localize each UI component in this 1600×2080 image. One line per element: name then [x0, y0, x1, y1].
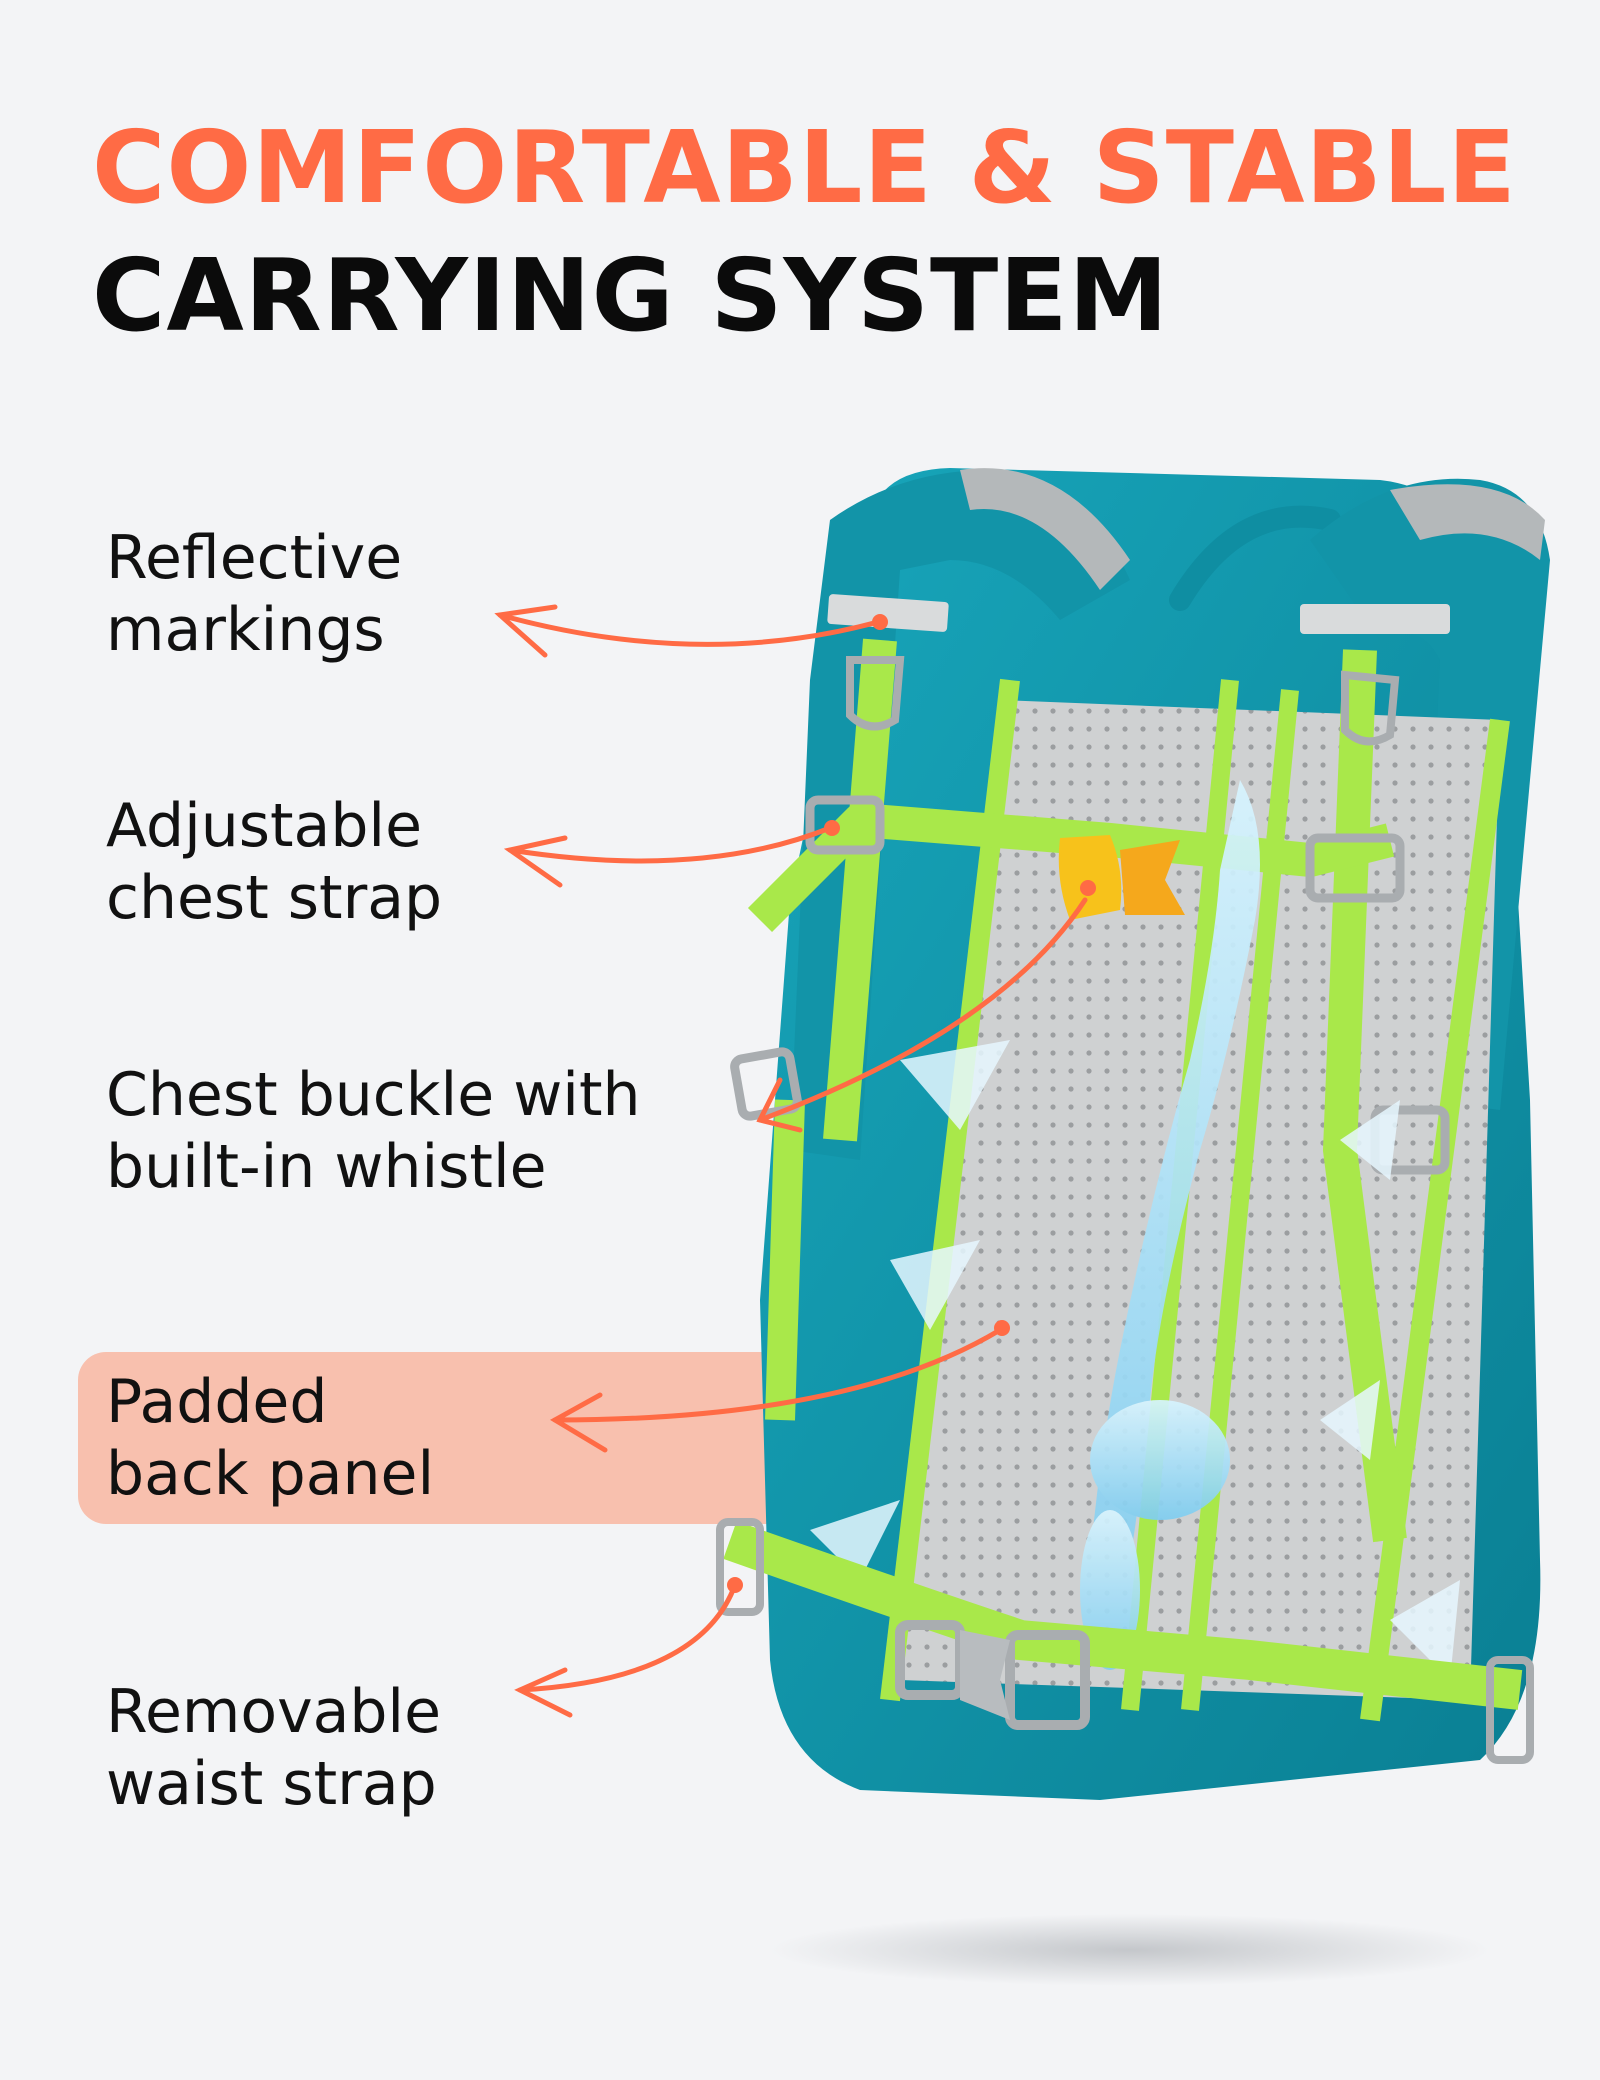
d-ring-left: [846, 656, 905, 731]
feature-adjustable-chest-strap: Adjustable chest strap: [106, 790, 442, 934]
feature-line-2: chest strap: [106, 863, 443, 933]
panel-piping-left: [880, 678, 1020, 1702]
chest-slider-left: [805, 795, 885, 855]
feature-padded-back-panel: Padded back panel: [106, 1366, 434, 1510]
left-lower-webbing: [765, 1099, 805, 1421]
feature-line-2: markings: [106, 595, 385, 665]
panel-piping-right: [1360, 718, 1510, 1722]
right-strap-padding: [1390, 484, 1545, 560]
headline: COMFORTABLE & STABLE CARRYING SYSTEM: [92, 118, 1517, 346]
reflective-strip-right: [1300, 604, 1450, 634]
feature-chest-buckle-whistle: Chest buckle with built-in whistle: [106, 1059, 641, 1203]
waist-buckle: [895, 1620, 1090, 1730]
feature-highlight-background: [78, 1352, 848, 1524]
feature-line-2: back panel: [106, 1439, 435, 1509]
left-adjuster-buckle: [730, 1047, 802, 1121]
carry-handle: [1169, 505, 1341, 611]
feature-line-1: Adjustable: [106, 791, 422, 861]
chest-buckle-whistle: [1058, 835, 1122, 920]
waist-right-buckle: [1486, 1656, 1534, 1764]
pointer-arrow-icon: [494, 604, 1088, 1718]
chest-buckle-clip: [1120, 840, 1185, 915]
pointer-dots: [727, 614, 1096, 1593]
floor-shadow: [770, 1914, 1490, 1986]
feature-line-1: Removable: [106, 1677, 442, 1747]
top-handle-padding: [960, 468, 1130, 590]
feature-removable-waist-strap: Removable waist strap: [106, 1676, 441, 1820]
reflective-strip-left: [827, 594, 949, 632]
feature-reflective-markings: Reflective markings: [106, 522, 402, 666]
airflow-arrow-icon: [810, 1040, 1460, 1680]
feature-line-2: waist strap: [106, 1749, 437, 1819]
d-ring-right: [1341, 670, 1400, 746]
feature-line-1: Chest buckle with: [106, 1060, 641, 1130]
waist-side-buckle: [716, 1518, 764, 1616]
feature-line-1: Padded: [106, 1367, 328, 1437]
headline-line-1: COMFORTABLE & STABLE: [92, 109, 1517, 226]
feature-line-1: Reflective: [106, 523, 403, 593]
headline-line-2: CARRYING SYSTEM: [92, 237, 1170, 354]
feature-line-2: built-in whistle: [106, 1132, 547, 1202]
chest-slider-right: [1305, 833, 1405, 903]
